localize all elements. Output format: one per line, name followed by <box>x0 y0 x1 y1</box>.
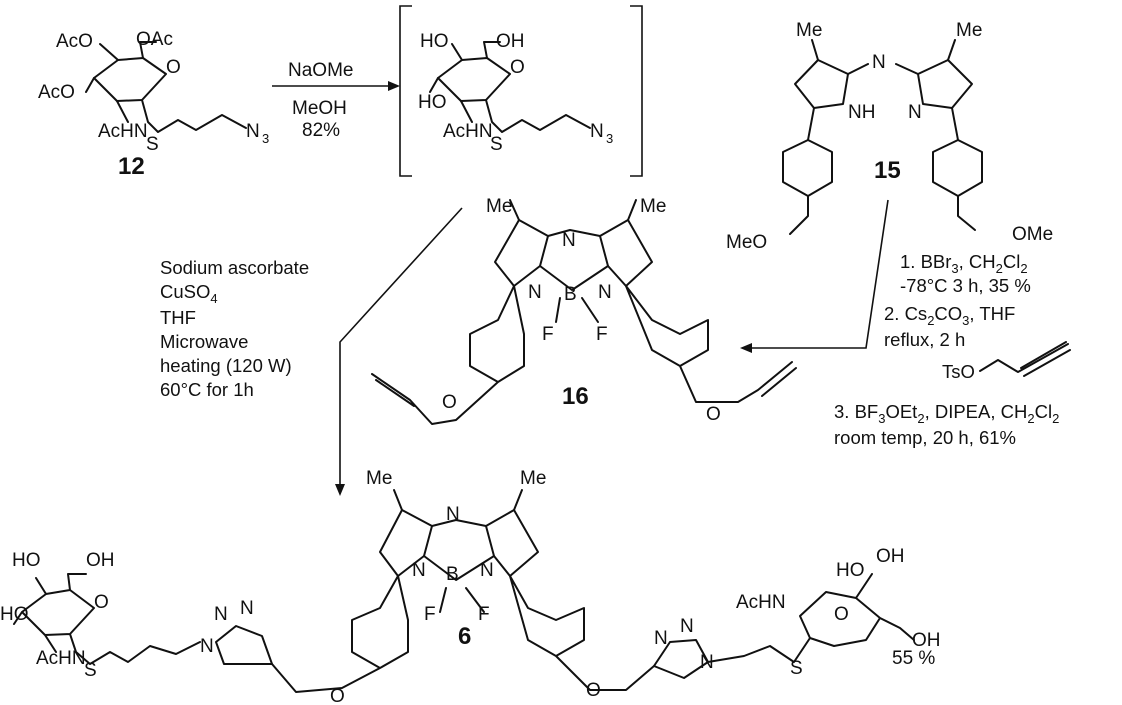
intermediate-compound: HO OH O HO AcHN S N 3 <box>418 31 613 155</box>
step1-solvent: MeOH <box>292 98 347 119</box>
step3-arrow <box>740 199 889 353</box>
c16-f-2: F <box>596 324 608 345</box>
step1-arrow: NaOMe MeOH 82% <box>272 60 400 141</box>
c15-nh: NH <box>848 102 875 123</box>
c6-o-left: O <box>330 686 345 705</box>
c15-meo: MeO <box>726 232 767 253</box>
c12-number: 12 <box>118 153 145 180</box>
step2-line5: heating (120 W) <box>160 355 292 376</box>
c6-o-right: O <box>586 680 601 701</box>
c6-me-1: Me <box>366 468 392 489</box>
int-n: N <box>590 121 604 142</box>
c6-triazole-n3-right: N <box>700 652 714 673</box>
step3-line4: reflux, 2 h <box>884 329 965 350</box>
compound-12: AcO OAc AcO O AcHN S N 3 12 <box>38 29 269 180</box>
c6-ho-2: HO <box>0 604 29 625</box>
c6-s-2: S <box>790 658 803 679</box>
c6-n-bridge: N <box>446 504 460 525</box>
c6-triazole-n1-right: N <box>654 628 668 649</box>
c6-s-1: S <box>84 660 97 681</box>
step2-line2: CuSO4 <box>160 281 218 306</box>
c12-ring-o: O <box>166 57 181 78</box>
int-s: S <box>490 134 503 155</box>
c6-achn-1: AcHN <box>36 648 86 669</box>
c6-ho-3: HO <box>836 560 865 581</box>
compound-16: Me Me N N B N F F O O 16 <box>371 196 797 425</box>
c6-f-1: F <box>424 604 436 625</box>
c6-b: B <box>446 564 459 585</box>
bracket-left <box>399 5 412 177</box>
c16-n-bridge: N <box>562 230 576 251</box>
c6-oh-3: OH <box>912 630 941 651</box>
c16-me-1: Me <box>486 196 512 217</box>
compound-15: Me Me N NH N MeO OMe 15 <box>726 20 1053 253</box>
step3-line6: room temp, 20 h, 61% <box>834 427 1016 448</box>
c15-n: N <box>908 102 922 123</box>
c16-o-right: O <box>706 404 721 425</box>
c16-b: B <box>564 284 577 305</box>
c6-n-right: N <box>480 560 494 581</box>
c6-f-2: F <box>478 604 490 625</box>
c6-yield: 55 % <box>892 648 935 669</box>
c6-ho-1: HO <box>12 550 41 571</box>
int-n-sub: 3 <box>606 131 613 146</box>
c15-number: 15 <box>874 157 901 184</box>
c16-me-2: Me <box>640 196 666 217</box>
int-achn: AcHN <box>443 121 493 142</box>
c12-s: S <box>146 134 159 155</box>
c16-number: 16 <box>562 383 589 410</box>
c6-n-left: N <box>412 560 426 581</box>
compound-6: Me Me N N B N F F HO OH O HO AcHN S N N … <box>0 468 941 705</box>
c6-oh-1: OH <box>86 550 115 571</box>
bracket-right <box>630 5 643 177</box>
c6-triazole-n1-left: N <box>200 636 214 657</box>
int-ho-2: HO <box>418 92 447 113</box>
step3-tso: TsO <box>942 361 975 382</box>
c16-o-left: O <box>442 392 457 413</box>
c6-achn-2: AcHN <box>736 592 786 613</box>
c15-me-2: Me <box>956 20 982 41</box>
c12-n-sub: 3 <box>262 131 269 146</box>
c12-n: N <box>246 121 260 142</box>
c15-n-bridge: N <box>872 52 886 73</box>
c6-oh-2: OH <box>876 546 905 567</box>
c12-aco-2: AcO <box>38 82 75 103</box>
c6-ring-o-1: O <box>94 592 109 613</box>
c6-triazole-n2-right: N <box>680 616 694 637</box>
c12-achn: AcHN <box>98 121 148 142</box>
step2-line6: 60°C for 1h <box>160 379 254 400</box>
step2-conditions: Sodium ascorbate CuSO4 THF Microwave hea… <box>160 257 309 400</box>
step1-yield: 82% <box>302 120 340 141</box>
c6-me-2: Me <box>520 468 546 489</box>
c6-triazole-n2-left: N <box>214 604 228 625</box>
step3-line2: -78°C 3 h, 35 % <box>900 275 1031 296</box>
step3-line3: 2. Cs2CO3, THF <box>884 303 1015 328</box>
int-ho-1: HO <box>420 31 449 52</box>
c15-ome: OMe <box>1012 224 1053 245</box>
c15-me-1: Me <box>796 20 822 41</box>
c12-oac: OAc <box>136 29 173 50</box>
c16-f-1: F <box>542 324 554 345</box>
int-oh: OH <box>496 31 525 52</box>
c6-number: 6 <box>458 623 471 650</box>
step1-reagent: NaOMe <box>288 60 353 81</box>
step2-line1: Sodium ascorbate <box>160 257 309 278</box>
step3-line1: 1. BBr3, CH2Cl2 <box>900 251 1028 276</box>
step2-arrow <box>335 207 463 496</box>
c16-n-left: N <box>528 282 542 303</box>
step3-conditions: 1. BBr3, CH2Cl2 -78°C 3 h, 35 % 2. Cs2CO… <box>834 251 1071 448</box>
c16-n-right: N <box>598 282 612 303</box>
c12-aco-1: AcO <box>56 31 93 52</box>
int-ring-o: O <box>510 57 525 78</box>
c6-triazole-n3-left: N <box>240 598 254 619</box>
c6-ring-o-2: O <box>834 604 849 625</box>
step2-line3: THF <box>160 307 196 328</box>
step3-line5: 3. BF3OEt2, DIPEA, CH2Cl2 <box>834 401 1059 426</box>
propargyl-tosylate-bonds <box>979 341 1071 377</box>
step2-line4: Microwave <box>160 331 248 352</box>
